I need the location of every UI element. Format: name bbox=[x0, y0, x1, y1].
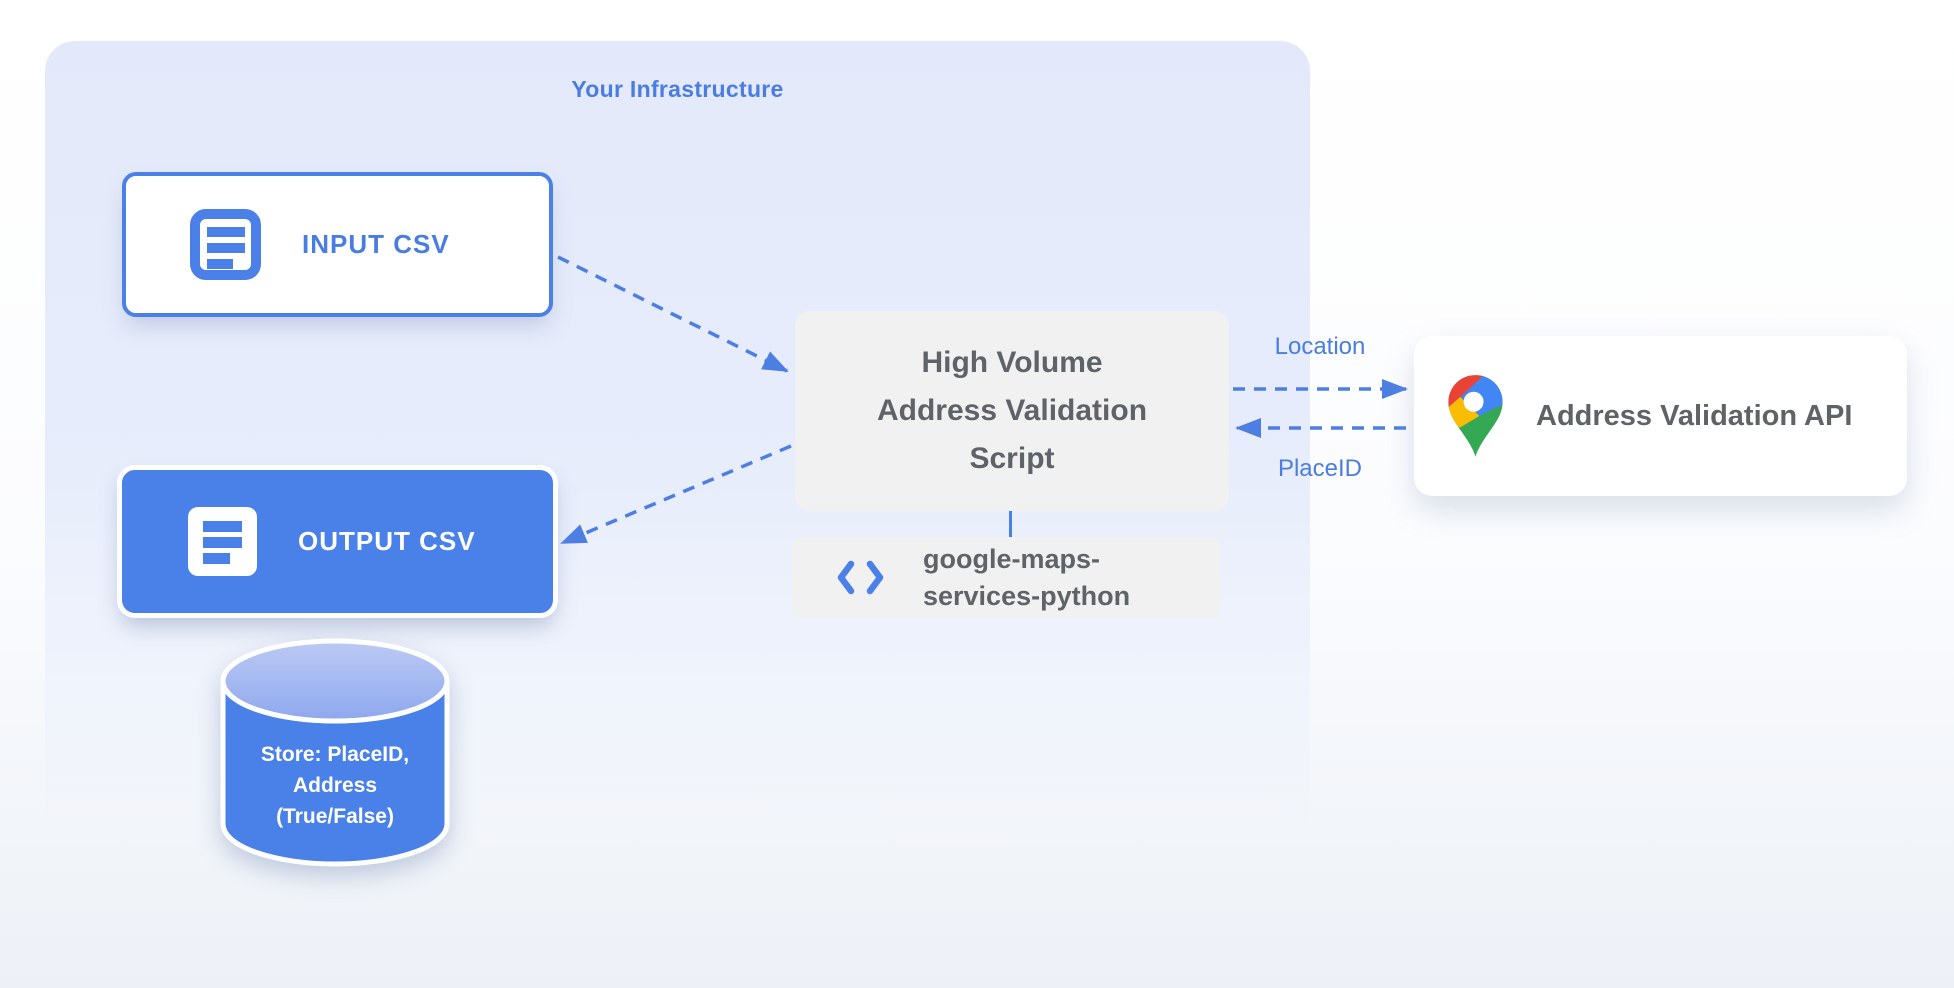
datastore-cylinder: Store: PlaceID, Address (True/False) bbox=[218, 636, 452, 871]
library-label: google-maps- services-python bbox=[923, 543, 1131, 611]
input-csv-label: INPUT CSV bbox=[302, 229, 450, 259]
placeid-edge-label: PlaceID bbox=[1277, 455, 1363, 482]
script-library-connector bbox=[1009, 511, 1012, 538]
script-label-line1: High Volume bbox=[921, 346, 1103, 379]
code-icon bbox=[837, 560, 884, 595]
database-icon bbox=[220, 638, 450, 867]
script-label-line2: Address Validation bbox=[876, 394, 1148, 427]
document-icon bbox=[190, 209, 261, 280]
datastore-label: Store: PlaceID, Address (True/False) bbox=[260, 743, 410, 828]
document-icon bbox=[188, 507, 257, 576]
google-maps-pin-icon bbox=[1447, 374, 1504, 458]
library-node: google-maps- services-python bbox=[792, 537, 1220, 618]
api-node: Address Validation API bbox=[1414, 336, 1907, 496]
script-node: High Volume Address Validation Script bbox=[795, 311, 1229, 511]
location-edge-label: Location bbox=[1274, 333, 1366, 360]
input-csv-node: INPUT CSV bbox=[122, 172, 553, 317]
api-label: Address Validation API bbox=[1536, 399, 1853, 432]
output-csv-label: OUTPUT CSV bbox=[298, 526, 476, 556]
output-csv-node: OUTPUT CSV bbox=[117, 465, 558, 618]
container-title: Your Infrastructure bbox=[571, 76, 784, 102]
script-label-line3: Script bbox=[969, 442, 1055, 475]
